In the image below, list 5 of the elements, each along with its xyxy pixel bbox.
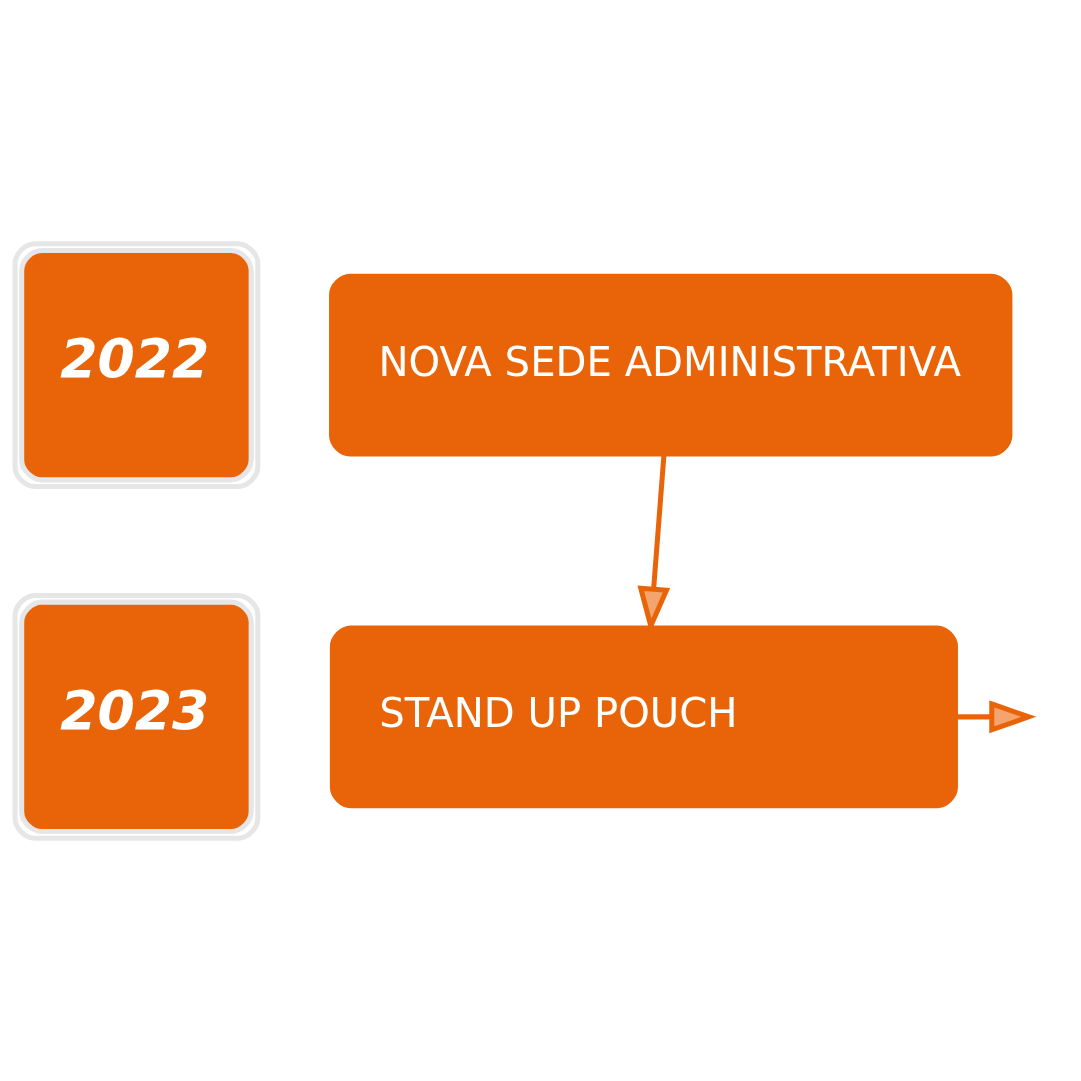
node-box: NOVA SEDE ADMINISTRATIVA (329, 273, 1013, 456)
node-box: 2023 (12, 592, 261, 841)
node-box: STAND UP POUCH (329, 625, 958, 808)
node-box: 2022 (12, 240, 261, 489)
arrow (957, 699, 1037, 733)
